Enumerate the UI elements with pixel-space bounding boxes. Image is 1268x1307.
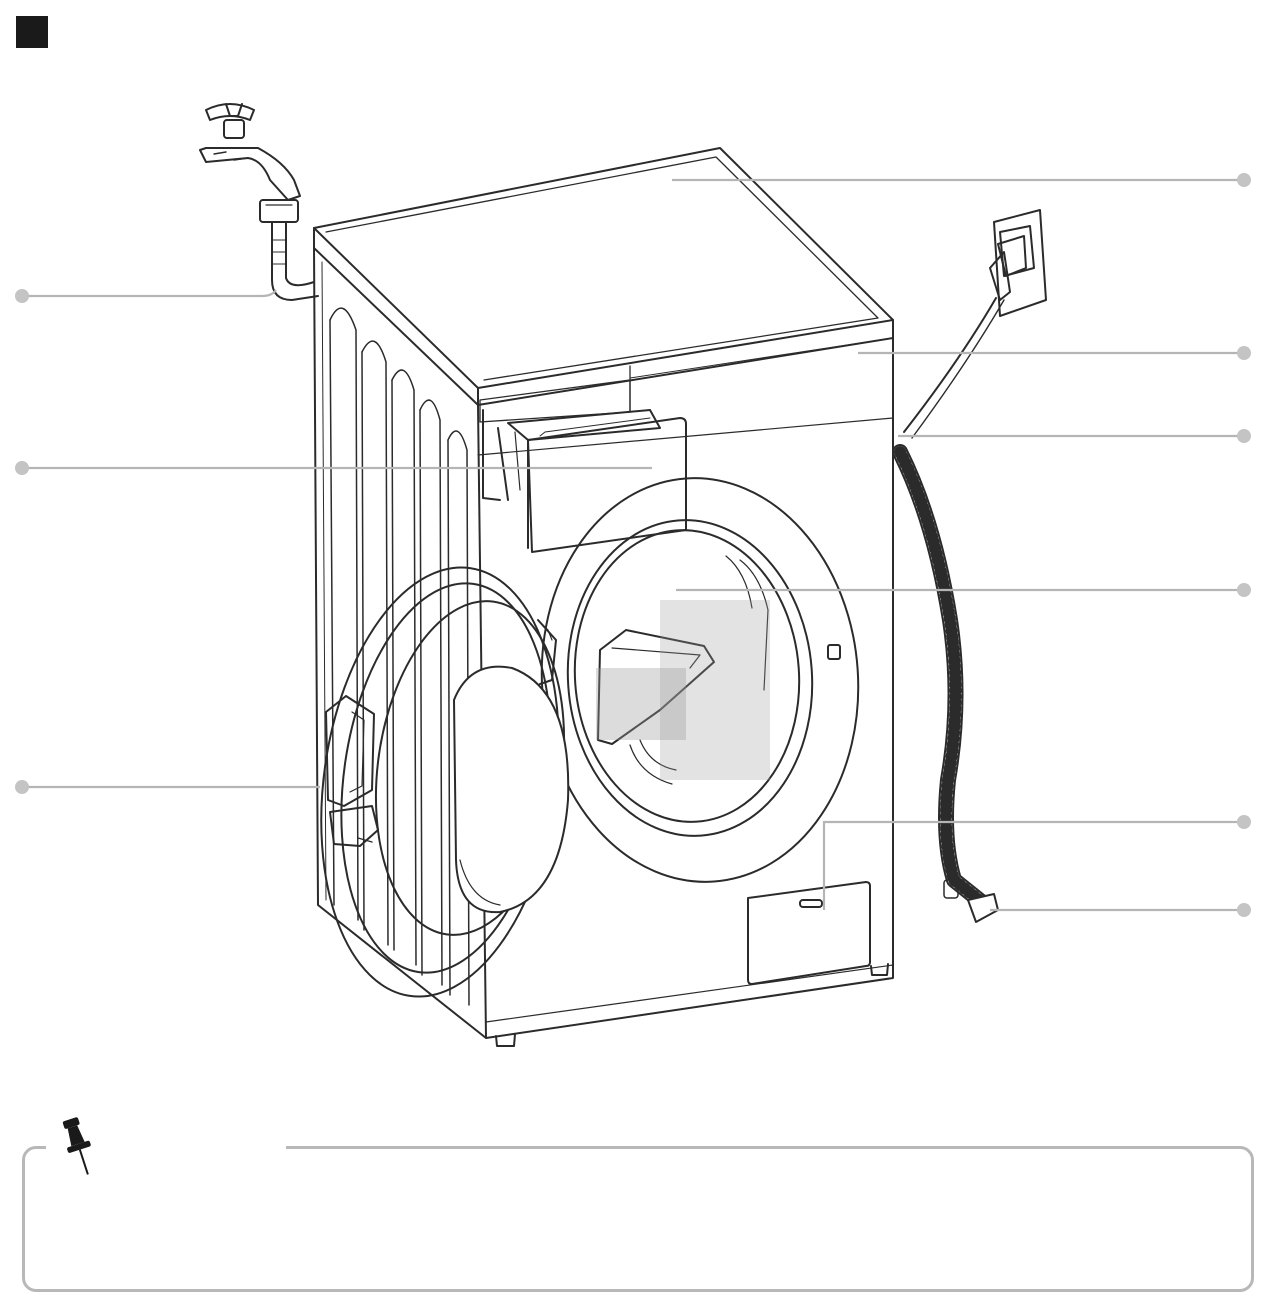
leader-lines (22, 178, 1244, 912)
door-glass (453, 665, 570, 914)
side-panel (313, 247, 487, 1039)
section-marker-icon (16, 16, 48, 48)
door-handle (325, 695, 375, 807)
marker-drum (1237, 583, 1251, 597)
pushpin-icon (62, 1117, 91, 1175)
note-box (22, 1146, 1254, 1292)
leader-inlet-hose (22, 289, 277, 298)
marker-door (15, 780, 29, 794)
leader-pump-filter-cover (822, 820, 1244, 910)
pump-filter-cover (747, 881, 871, 985)
cabinet (313, 147, 894, 1047)
power-cord (903, 297, 1005, 439)
marker-drain-hose (1237, 903, 1251, 917)
inlet-hose (259, 199, 319, 301)
washing-machine-diagram (15, 103, 1251, 1047)
water-tap (199, 103, 301, 201)
marker-detergent-drawer (15, 461, 29, 475)
marker-control-panel (1237, 346, 1251, 360)
marker-power-plug (1237, 429, 1251, 443)
marker-pump-filter-cover (1237, 815, 1251, 829)
note-title-gap (46, 1138, 286, 1158)
power-plug (989, 235, 1027, 301)
detergent-drawer (479, 379, 687, 553)
marker-inlet-hose (15, 289, 29, 303)
door (320, 566, 570, 998)
marker-top-cover (1237, 173, 1251, 187)
drum-perforation (596, 600, 770, 780)
callout-markers (15, 173, 1251, 917)
drain-hose (892, 444, 999, 923)
